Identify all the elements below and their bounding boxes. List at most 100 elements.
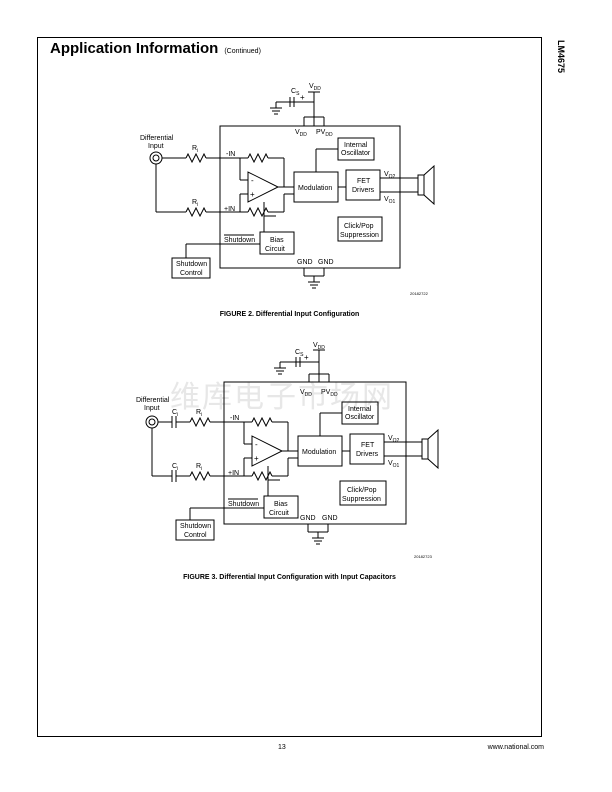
ri-top-sub: i bbox=[197, 148, 198, 154]
opamp bbox=[247, 171, 280, 203]
plus-in-label: +IN bbox=[224, 206, 235, 213]
opamp-plus: + bbox=[250, 190, 255, 199]
ri-top-label: R bbox=[192, 145, 197, 152]
differential-label: Differential bbox=[136, 397, 170, 404]
svg-text:Ri: Ri bbox=[196, 463, 202, 472]
svg-text:PVDD: PVDD bbox=[316, 129, 333, 138]
svg-text:VO2: VO2 bbox=[388, 435, 400, 444]
svg-text:PVDD: PVDD bbox=[321, 389, 338, 398]
shutdown-control-label-1: Shutdown bbox=[176, 261, 207, 268]
clickpop-label-2: Suppression bbox=[340, 232, 379, 239]
ri-top-label: R bbox=[196, 409, 201, 416]
figure-2-schematic: CS + VDD VDD PVDD Differential Input Ri … bbox=[140, 83, 435, 296]
vdd-sub: DD bbox=[318, 345, 326, 351]
watermark: 维库电子市场网 bbox=[170, 380, 394, 415]
differential-label: Differential bbox=[140, 135, 174, 142]
svg-text:Ri: Ri bbox=[192, 199, 198, 208]
svg-text:Ci: Ci bbox=[172, 409, 178, 418]
bias-label-2: Circuit bbox=[269, 510, 289, 517]
svg-text:CS: CS bbox=[291, 88, 300, 97]
svg-text:VO1: VO1 bbox=[384, 196, 396, 205]
bias-label-1: Bias bbox=[270, 237, 284, 244]
ci-bot-label: C bbox=[172, 463, 177, 470]
shutdown-control-block bbox=[171, 257, 211, 279]
pvdd-pin-label: PV bbox=[316, 129, 326, 136]
modulation-label: Modulation bbox=[298, 185, 332, 192]
svg-text:Ri: Ri bbox=[196, 409, 202, 418]
svg-text:VDD: VDD bbox=[309, 83, 321, 92]
ri-top-sub: i bbox=[201, 412, 202, 418]
ri-bot-label: R bbox=[196, 463, 201, 470]
bias-label-1: Bias bbox=[274, 501, 288, 508]
svg-text:Ci: Ci bbox=[172, 463, 178, 472]
vo1-sub: O1 bbox=[393, 463, 400, 469]
ic-body bbox=[223, 381, 407, 525]
section-subtitle: (Continued) bbox=[224, 48, 261, 55]
vo1-sub: O1 bbox=[389, 199, 396, 205]
shutdown-control-label-2: Control bbox=[180, 270, 203, 277]
speaker-coil bbox=[417, 174, 425, 196]
speaker-cone bbox=[423, 164, 435, 206]
shutdown-pin-label: Shutdown bbox=[228, 501, 259, 508]
svg-text:CS: CS bbox=[295, 349, 304, 358]
bias-block bbox=[263, 495, 299, 519]
part-number-label: LM4675 bbox=[556, 40, 566, 74]
svg-text:VDD: VDD bbox=[300, 389, 312, 398]
vo2-label: V bbox=[384, 171, 389, 178]
opamp-minus: - bbox=[255, 440, 258, 449]
input-label: Input bbox=[148, 143, 164, 150]
minus-in-label: -IN bbox=[226, 151, 235, 158]
vo2-sub: O2 bbox=[389, 174, 396, 180]
vo2-sub: O2 bbox=[393, 438, 400, 444]
vdd-pin-label: V bbox=[295, 129, 300, 136]
shutdown-pin-label: Shutdown bbox=[224, 237, 255, 244]
shutdown-control-block bbox=[175, 519, 215, 541]
bias-label-2: Circuit bbox=[265, 246, 285, 253]
speaker-cone bbox=[427, 428, 439, 470]
vdd-pin-sub: DD bbox=[305, 392, 313, 398]
vo1-label: V bbox=[388, 460, 393, 467]
cs-label: C bbox=[295, 349, 300, 356]
ri-bot-label: R bbox=[192, 199, 197, 206]
ci-top-label: C bbox=[172, 409, 177, 416]
pvdd-pin-sub: DD bbox=[330, 392, 338, 398]
fet-label-1: FET bbox=[357, 178, 371, 185]
vdd-label: V bbox=[313, 342, 318, 349]
svg-text:VO2: VO2 bbox=[384, 171, 396, 180]
clickpop-block bbox=[339, 480, 387, 506]
speaker-coil bbox=[421, 438, 429, 460]
ri-bot-sub: i bbox=[201, 466, 202, 472]
ri-bot-sub: i bbox=[197, 202, 198, 208]
supply-cap-cs bbox=[270, 91, 325, 126]
section-header: Application Information(Continued) bbox=[50, 40, 261, 58]
ic-body bbox=[219, 125, 401, 269]
vo1-label: V bbox=[384, 196, 389, 203]
fet-drivers-block bbox=[345, 169, 381, 201]
input-jack-inner bbox=[148, 418, 156, 426]
pvdd-pin-sub: DD bbox=[325, 132, 333, 138]
svg-text:VDD: VDD bbox=[295, 129, 307, 138]
figure-3-caption: FIGURE 3. Differential Input Configurati… bbox=[183, 574, 396, 581]
gnd-label-2: GND bbox=[318, 259, 334, 266]
clickpop-label-1: Click/Pop bbox=[344, 223, 374, 230]
svg-text:Ri: Ri bbox=[192, 145, 198, 154]
footer-url[interactable]: www.national.com bbox=[487, 744, 544, 751]
bias-block bbox=[259, 231, 295, 255]
fet-drivers-block bbox=[349, 433, 385, 465]
svg-text:VDD: VDD bbox=[313, 342, 325, 351]
vo2-label: V bbox=[388, 435, 393, 442]
vdd-sub: DD bbox=[314, 86, 322, 92]
minus-in-label: -IN bbox=[230, 415, 239, 422]
figure-3-code: 20182723 bbox=[414, 554, 433, 559]
gnd-label-2: GND bbox=[322, 515, 338, 522]
gnd-label-1: GND bbox=[300, 515, 316, 522]
figure-3-schematic: CS + VDD VDD PVDD Differential Input Ci … bbox=[136, 342, 439, 559]
input-jack-outer bbox=[145, 415, 159, 429]
cs-sub: S bbox=[300, 352, 304, 358]
cs-plus: + bbox=[300, 93, 305, 102]
input-jack-outer bbox=[149, 151, 163, 165]
fet-label-2: Drivers bbox=[356, 451, 379, 458]
vdd-pin-sub: DD bbox=[300, 132, 308, 138]
input-jack-inner bbox=[152, 154, 160, 162]
oscillator-label-2: Oscillator bbox=[341, 150, 371, 157]
